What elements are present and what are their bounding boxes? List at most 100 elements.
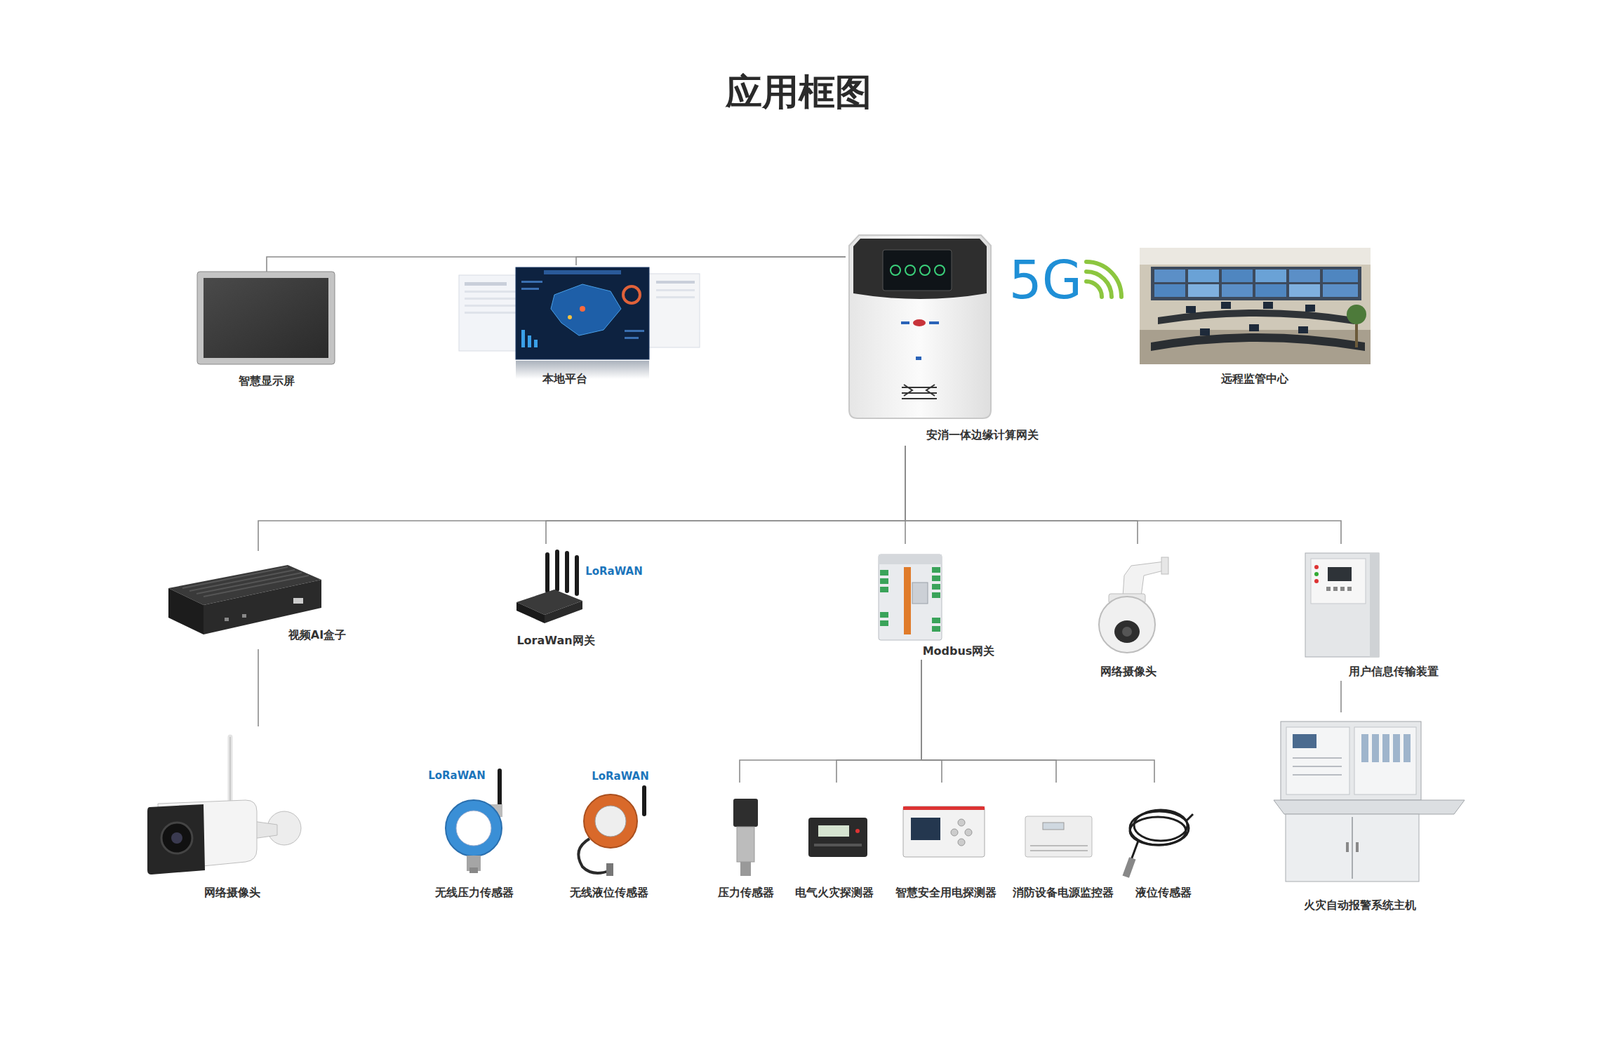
bullet-camera-figure xyxy=(147,804,205,875)
wireless-pressure-figure xyxy=(445,800,502,857)
connector-line xyxy=(905,445,1138,544)
connector-line xyxy=(921,659,1057,783)
device-node: 液位传感器 xyxy=(1122,782,1208,902)
dashboard-figure xyxy=(624,329,645,332)
modbus-gateway-figure xyxy=(931,583,941,590)
power-detector-figure xyxy=(903,806,985,810)
power-monitor-figure xyxy=(1042,822,1064,830)
gateway-figure xyxy=(890,265,901,276)
gateway-figure xyxy=(915,356,922,360)
fire-alarm-host-figure xyxy=(1361,734,1369,763)
dashboard-figure xyxy=(464,304,518,307)
dashboard-figure xyxy=(656,280,695,284)
lorawan-logo-text: LoRaWAN xyxy=(585,565,643,578)
device-node: 电气火灾探测器 xyxy=(787,782,883,902)
dashboard-figure xyxy=(464,290,518,293)
device-label: 消防设备电源监控器 xyxy=(1012,885,1114,899)
device-node: 消防设备电源监控器 xyxy=(1007,782,1120,902)
wireless-level-figure xyxy=(583,794,638,848)
control-room-photo xyxy=(1139,247,1371,365)
control-room-photo xyxy=(1249,324,1259,332)
wireless-level-figure xyxy=(606,863,614,876)
fire-alarm-host-figure xyxy=(1273,721,1465,882)
control-room-photo xyxy=(1221,301,1231,309)
power-detector-figure xyxy=(903,806,985,857)
display-screen-figure xyxy=(197,271,335,365)
5g-waves xyxy=(1086,281,1102,297)
ai-box-figure xyxy=(182,567,309,597)
lorawan-gateway-figure xyxy=(516,602,545,624)
dashboard-figure xyxy=(521,287,539,290)
control-room-photo xyxy=(1289,269,1320,283)
device-label: 用户信息传输装置 xyxy=(1348,664,1439,678)
dashboard-figure xyxy=(458,267,700,379)
lorawan-logo-text: LoRaWAN xyxy=(428,769,486,782)
connector-line xyxy=(739,659,922,783)
control-room-photo xyxy=(1289,284,1320,297)
control-room-photo xyxy=(1150,266,1362,301)
control-room-photo xyxy=(1221,284,1253,297)
control-room-photo xyxy=(1221,269,1253,283)
modbus-gateway-figure xyxy=(880,586,889,593)
connector-line xyxy=(576,256,846,266)
device-label: 视频AI盒子 xyxy=(288,628,346,642)
device-label: 网络摄像头 xyxy=(1100,664,1157,678)
control-room-photo xyxy=(1154,269,1186,283)
connector-line xyxy=(1340,680,1342,713)
modbus-gateway-figure xyxy=(903,567,911,635)
fire-detector-figure xyxy=(808,817,868,857)
connector-line xyxy=(258,445,906,551)
dome-camera-figure xyxy=(1161,557,1169,575)
control-room-photo xyxy=(1200,328,1210,336)
control-room-photo xyxy=(1185,305,1196,313)
modbus-gateway-figure xyxy=(931,592,941,598)
transmission-device-figure xyxy=(1327,567,1352,582)
level-sensor-figure xyxy=(1122,809,1193,878)
modbus-gateway-figure xyxy=(931,617,941,624)
device-label: Modbus网关 xyxy=(922,644,996,658)
power-detector-figure xyxy=(957,818,965,826)
bullet-camera-figure xyxy=(230,736,231,808)
gateway-figure xyxy=(912,319,926,327)
control-room-photo xyxy=(1263,301,1273,309)
device-node: 火灾自动报警系统主机 xyxy=(1266,712,1474,923)
device-node: 智慧显示屏 xyxy=(189,271,344,395)
control-room-photo xyxy=(1150,333,1365,351)
gateway-figure xyxy=(920,265,930,276)
gateway-figure xyxy=(849,235,991,419)
fire-alarm-host-figure xyxy=(1273,800,1465,815)
ai-box-figure xyxy=(293,597,304,604)
gateway-figure xyxy=(905,265,916,276)
modbus-gateway-figure xyxy=(880,569,889,576)
lorawan-logo-text: LoRaWAN xyxy=(591,770,650,783)
dashboard-figure xyxy=(515,267,650,360)
gateway-figure xyxy=(934,265,945,276)
device-label: LoraWan网关 xyxy=(516,633,595,648)
power-monitor-figure xyxy=(1025,816,1092,857)
connector-line xyxy=(266,256,846,272)
transmission-device-figure xyxy=(1305,552,1379,657)
ai-box-figure xyxy=(242,614,247,618)
fire-detector-figure xyxy=(814,843,862,847)
dashboard-figure xyxy=(464,297,518,300)
control-room-photo xyxy=(1255,284,1287,297)
lorawan-gateway-figure xyxy=(547,551,577,594)
control-room-photo xyxy=(1139,247,1371,365)
pressure-sensor-figure xyxy=(736,826,755,862)
connector-line xyxy=(836,659,922,783)
pressure-sensor-figure xyxy=(740,861,751,876)
pressure-sensor-figure xyxy=(733,798,758,827)
fire-alarm-host-figure xyxy=(1371,734,1379,763)
display-screen-figure xyxy=(197,271,335,365)
fire-alarm-host-figure xyxy=(1382,734,1390,763)
lorawan-gateway-figure xyxy=(516,551,583,624)
lorawan-gateway-figure xyxy=(544,600,583,624)
device-node: LoraWan网关 xyxy=(501,543,615,650)
dashboard-figure xyxy=(624,336,639,339)
fire-detector-figure xyxy=(808,817,868,857)
modbus-gateway-figure xyxy=(878,554,942,640)
device-label: 智慧显示屏 xyxy=(238,374,295,388)
wireless-pressure-figure xyxy=(497,770,502,808)
modbus-gateway-figure xyxy=(878,554,942,565)
modbus-gateway-figure xyxy=(931,567,941,573)
